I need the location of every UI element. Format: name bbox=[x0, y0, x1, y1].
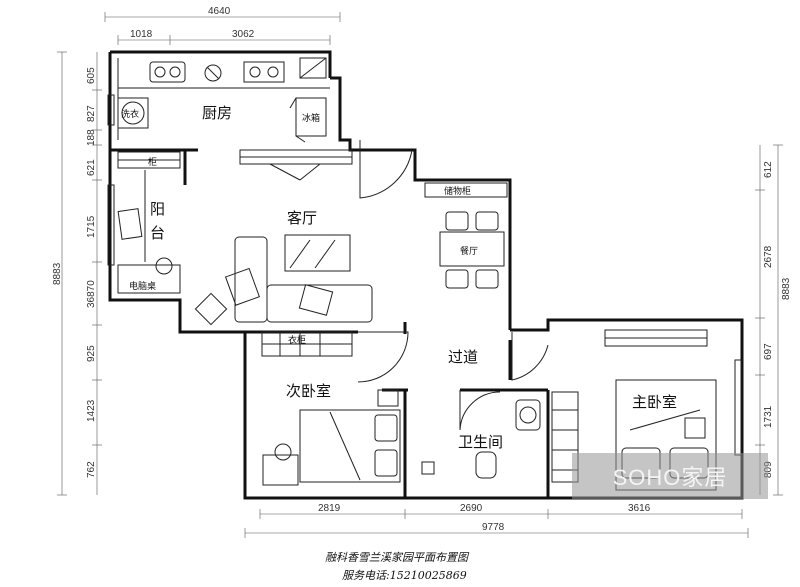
kitchen bbox=[117, 57, 330, 143]
service-phone: 服务电话:15210025869 bbox=[342, 569, 467, 582]
dim-left-seg: 925 bbox=[86, 345, 97, 362]
dim-bottom-3: 3616 bbox=[628, 503, 651, 514]
dim-left-seg: 1423 bbox=[86, 399, 97, 422]
dim-left-seg: 1715 bbox=[86, 215, 97, 238]
dim-right-total: 8883 bbox=[781, 277, 792, 300]
dim-right-seg: 1731 bbox=[763, 405, 774, 428]
room-master-bedroom: 主卧室 bbox=[632, 393, 677, 411]
desk-label: 电脑桌 bbox=[129, 280, 156, 292]
room-hall: 过道 bbox=[448, 348, 478, 366]
dim-bottom-2: 2690 bbox=[460, 503, 483, 514]
dim-right-seg: 697 bbox=[763, 343, 774, 360]
dim-bottom-total: 9778 bbox=[482, 522, 505, 533]
room-balcony-1: 阳 bbox=[150, 200, 165, 218]
dim-left-seg: 36870 bbox=[86, 280, 97, 308]
dim-right-seg: 809 bbox=[763, 461, 774, 478]
watermark: SOHO家居 bbox=[572, 453, 768, 499]
dim-bottom-1: 2819 bbox=[318, 503, 341, 514]
dim-left-segments: 605 827 188 621 1715 36870 925 1423 762 bbox=[86, 67, 97, 478]
dimension-lines bbox=[57, 12, 783, 538]
storage-label: 储物柜 bbox=[444, 185, 471, 197]
dim-right-segments: 612 2678 697 1731 809 bbox=[763, 161, 774, 478]
dim-top-right: 3062 bbox=[232, 29, 255, 40]
living-room bbox=[194, 234, 373, 326]
room-living: 客厅 bbox=[287, 209, 317, 227]
fridge-label: 冰箱 bbox=[302, 112, 320, 124]
second-bedroom bbox=[261, 331, 401, 486]
room-balcony-2: 台 bbox=[150, 224, 165, 242]
balcony bbox=[117, 151, 181, 294]
plan-title: 融科香雪兰溪家园平面布置图 bbox=[325, 551, 470, 564]
dim-left-total: 8883 bbox=[52, 262, 63, 285]
door-swings bbox=[357, 140, 549, 431]
room-dining: 餐厅 bbox=[460, 245, 478, 257]
tv-cabinet bbox=[239, 149, 353, 181]
dim-top-left: 1018 bbox=[130, 29, 153, 40]
wardrobe-label-1: 衣柜 bbox=[288, 334, 306, 346]
bathroom bbox=[421, 399, 541, 479]
dim-left-seg: 827 bbox=[86, 105, 97, 122]
dim-left-seg: 188 bbox=[86, 129, 97, 146]
cabinet-label: 柜 bbox=[148, 156, 157, 168]
room-kitchen: 厨房 bbox=[202, 104, 232, 122]
dim-left-seg: 605 bbox=[86, 67, 97, 84]
dim-left-seg: 762 bbox=[86, 461, 97, 478]
dim-right-seg: 612 bbox=[763, 161, 774, 178]
washer-label: 洗衣 bbox=[121, 108, 139, 120]
dim-top-total: 4640 bbox=[208, 6, 231, 17]
dim-right-seg: 2678 bbox=[763, 245, 774, 268]
dim-left-seg: 621 bbox=[86, 159, 97, 176]
room-second-bedroom: 次卧室 bbox=[286, 382, 331, 400]
room-bathroom: 卫生间 bbox=[458, 433, 503, 451]
dining bbox=[424, 182, 508, 289]
